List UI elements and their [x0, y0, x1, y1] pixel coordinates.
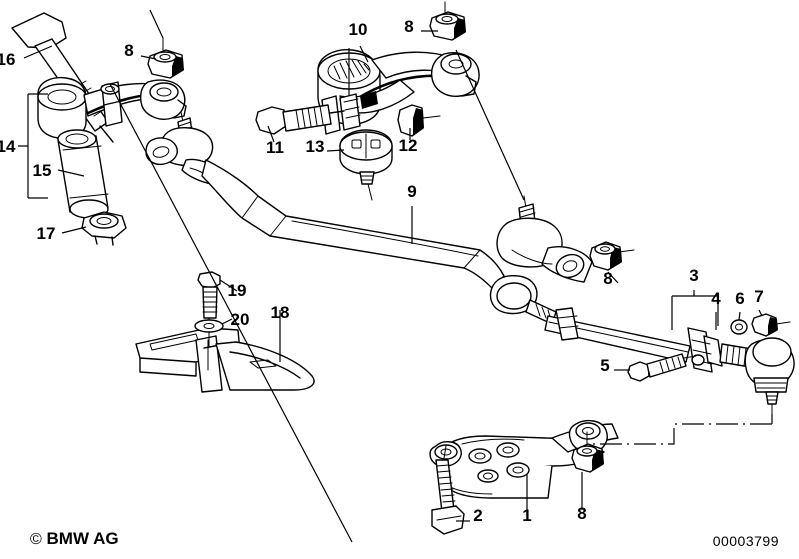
part-8c-self-locking-nut	[589, 241, 635, 271]
document-number: 00003799	[712, 533, 779, 549]
callout-numbers: 1 2 3 4 5 6 7 8 8 8 8 9 10 11 12 13 14 1…	[0, 17, 764, 525]
part-14-idler-arm-assembly	[37, 76, 187, 219]
callout-15: 15	[33, 161, 52, 180]
right-ball-joint-knuckle	[489, 195, 593, 325]
callout-9: 9	[407, 182, 416, 201]
callout-2: 2	[473, 506, 482, 525]
callout-8a: 8	[124, 41, 133, 60]
callout-13: 13	[306, 137, 325, 156]
assembly-construction-lines	[109, 48, 773, 543]
callout-18: 18	[271, 303, 290, 322]
callout-3: 3	[689, 266, 698, 285]
part-19-hex-bolt-damper	[197, 271, 221, 323]
callout-17: 17	[37, 224, 56, 243]
copyright-owner: BMW AG	[46, 529, 119, 548]
part-13-protective-cap	[339, 129, 393, 201]
callout-6: 6	[735, 289, 744, 308]
callout-16: 16	[0, 50, 15, 69]
part-5-clamp-bolt	[627, 353, 697, 382]
part-1-steering-idler-bracket	[429, 419, 619, 499]
part-6-washer	[730, 319, 748, 335]
part-12-hex-nut-pitman	[397, 104, 441, 137]
callout-4: 4	[711, 289, 721, 308]
part-8a-self-locking-nut	[147, 37, 184, 79]
callout-12: 12	[399, 136, 418, 155]
part-18-damper-bracket	[135, 327, 315, 393]
copyright-notice: © BMW AG	[30, 529, 119, 549]
part-7-lock-nut	[751, 313, 791, 337]
copyright-symbol: ©	[30, 531, 42, 548]
callout-1: 1	[522, 506, 531, 525]
assembly-dashdot-link	[588, 423, 772, 445]
callout-5: 5	[600, 356, 609, 375]
callout-10: 10	[349, 20, 368, 39]
callout-14: 14	[0, 137, 16, 156]
part-17-hex-nut-idler	[81, 211, 127, 246]
callout-8c: 8	[603, 269, 612, 288]
construction-line-pitman-to-knuckle	[455, 49, 525, 201]
part-9-center-drag-link	[201, 159, 505, 289]
part-8d-self-locking-nut	[571, 431, 604, 473]
callout-11: 11	[266, 138, 284, 157]
part-11-hex-bolt-pitman	[255, 104, 345, 135]
callout-8d: 8	[577, 504, 586, 523]
part-3-tie-rod-assembly	[544, 307, 795, 415]
callout-19: 19	[228, 281, 247, 300]
callout-20: 20	[231, 310, 250, 329]
part-2-hex-bolt-bracket	[431, 445, 465, 535]
callout-leaders	[18, 9, 763, 522]
part-20-washer-damper	[194, 319, 224, 347]
construction-line-idler	[109, 83, 353, 543]
part-8b-self-locking-nut	[429, 1, 466, 41]
callout-7: 7	[754, 287, 763, 306]
callout-8b: 8	[404, 17, 413, 36]
